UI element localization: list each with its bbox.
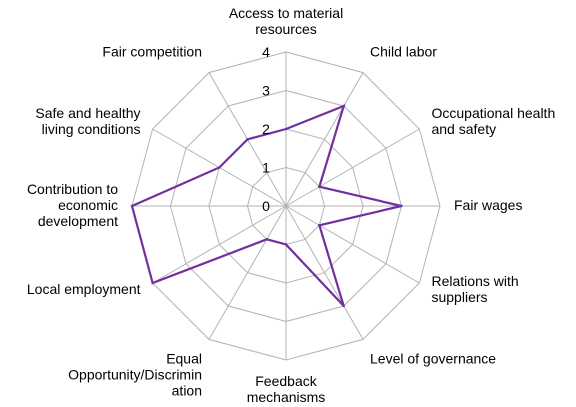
data-point-0 [284,127,288,131]
category-label-line: economic [58,197,118,213]
category-label-line: Relations with [431,273,518,289]
tick-label-4: 4 [262,44,270,60]
category-label-line: Child labor [370,44,437,60]
category-label-line: and safety [431,121,496,137]
category-label-line: Feedback [255,373,317,389]
radial-tick-labels: 0 1 2 3 4 [262,44,270,214]
tick-label-3: 3 [262,83,270,99]
category-label-line: Local employment [27,281,141,297]
category-label-line: development [38,213,118,229]
category-label-line: mechanisms [247,389,326,405]
tick-label-0: 0 [262,198,270,214]
category-label-3: Fair wages [454,197,522,213]
category-label-5: Level of governance [370,350,496,366]
category-label-line: suppliers [431,289,487,305]
category-label-line: Level of governance [370,350,496,366]
spoke-8 [152,205,287,284]
category-label-line: Equal [166,350,202,366]
category-label-1: Child labor [370,44,437,60]
category-label-line: Access to material [229,5,343,21]
spoke-1 [285,72,364,207]
data-point-5 [342,304,345,308]
data-point-8 [151,281,154,285]
radar-grid [131,51,441,361]
category-label-line: Safe and healthy [35,105,140,121]
data-point-7 [265,238,268,241]
spoke-2 [285,128,420,207]
radar-series [130,104,403,308]
data-point-11 [246,138,249,141]
category-label-line: Fair competition [102,44,202,60]
spoke-7 [208,205,287,340]
data-point-10 [218,166,221,169]
category-label-line: Contribution to [27,181,118,197]
category-label-11: Fair competition [102,44,202,60]
data-point-4 [318,224,321,227]
data-point-6 [284,243,288,246]
category-label-line: Opportunity/Discrimin [68,366,202,382]
category-label-line: ation [172,382,202,398]
tick-label-1: 1 [262,160,270,176]
tick-label-2: 2 [262,121,270,137]
category-label-line: resources [255,21,316,37]
category-label-line: Fair wages [454,197,522,213]
data-point-2 [318,185,321,188]
category-label-line: living conditions [42,121,141,137]
category-label-line: Occupational health [431,105,555,121]
data-point-3 [400,204,403,208]
data-point-1 [342,104,345,108]
spoke-4 [285,205,420,284]
category-label-8: Local employment [27,281,141,297]
data-point-9 [130,204,134,208]
spoke-5 [285,205,364,340]
